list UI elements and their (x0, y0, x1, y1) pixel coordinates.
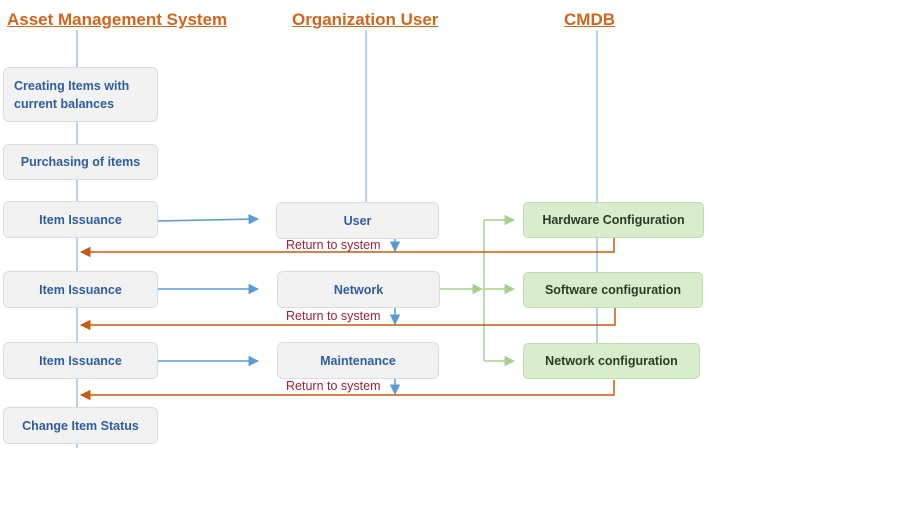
step-purchasing-items-label: Purchasing of items (20, 155, 141, 169)
user-step-user-label: User (343, 213, 372, 228)
return-label-1: Return to system (286, 238, 381, 252)
user-step-network: Network (277, 271, 440, 308)
return-label-2: Return to system (286, 309, 381, 323)
step-change-item-status: Change Item Status (3, 407, 158, 444)
cmdb-network-configuration: Network configuration (523, 343, 700, 379)
step-item-issuance-1: Item Issuance (3, 201, 158, 238)
step-item-issuance-3: Item Issuance (3, 342, 158, 379)
step-item-issuance-1-label: Item Issuance (39, 212, 122, 227)
return-arrow-1 (79, 237, 615, 258)
cmdb-hardware-configuration-label: Hardware Configuration (542, 213, 685, 227)
user-step-network-label: Network (333, 282, 384, 297)
user-step-user: User (276, 202, 439, 239)
cmdb-software-configuration-label: Software configuration (544, 283, 682, 297)
return-arrow-2 (79, 307, 616, 331)
step-item-issuance-2-label: Item Issuance (39, 282, 122, 297)
issuance-arrow-1 (157, 213, 260, 225)
step-item-issuance-3-label: Item Issuance (39, 353, 122, 368)
cmdb-software-configuration: Software configuration (523, 272, 703, 308)
step-purchasing-items: Purchasing of items (3, 144, 158, 180)
lane-title-organization-user: Organization User (292, 10, 439, 29)
step-item-issuance-2: Item Issuance (3, 271, 158, 308)
cmdb-hardware-configuration: Hardware Configuration (523, 202, 704, 238)
cmdb-network-configuration-label: Network configuration (545, 354, 678, 368)
step-creating-items-label: Creating Items with current balances (14, 78, 130, 111)
lane-title-asset-management-system: Asset Management System (7, 10, 228, 29)
lane-title-cmdb: CMDB (564, 10, 615, 29)
return-arrow-3 (79, 380, 615, 401)
user-step-maintenance: Maintenance (277, 342, 439, 379)
user-step-maintenance-label: Maintenance (320, 353, 396, 368)
step-change-item-status-label: Change Item Status (22, 418, 139, 433)
return-label-3: Return to system (286, 379, 381, 393)
step-creating-items: Creating Items with current balances (3, 67, 158, 122)
